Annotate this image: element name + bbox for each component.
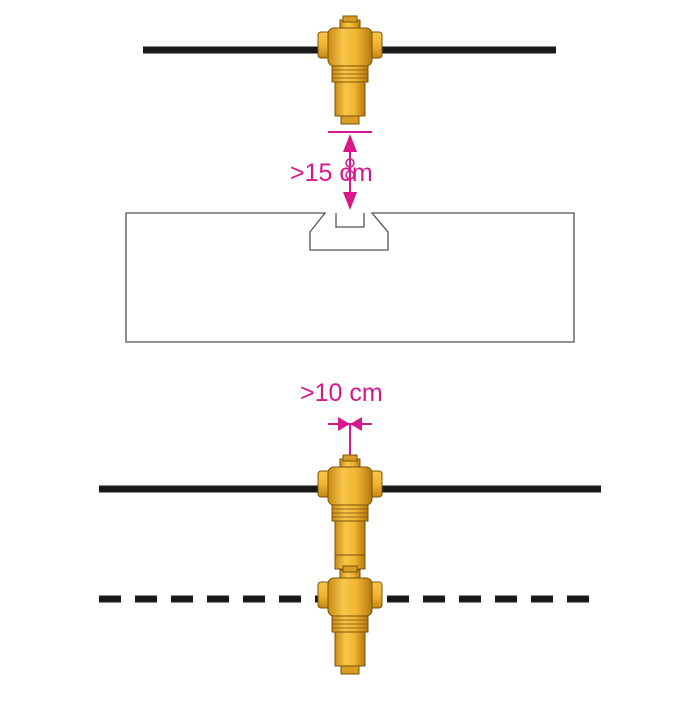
lower-dimension	[328, 417, 372, 460]
bottom-valve	[317, 565, 383, 675]
upper-distance-label: >15 cm	[290, 159, 373, 187]
upper-dimension	[328, 131, 372, 210]
top-valve	[317, 15, 383, 125]
middle-valve	[317, 454, 383, 564]
bracket-slot	[335, 213, 365, 228]
lower-distance-label: >10 cm	[300, 379, 383, 407]
radiator-box	[125, 212, 575, 343]
